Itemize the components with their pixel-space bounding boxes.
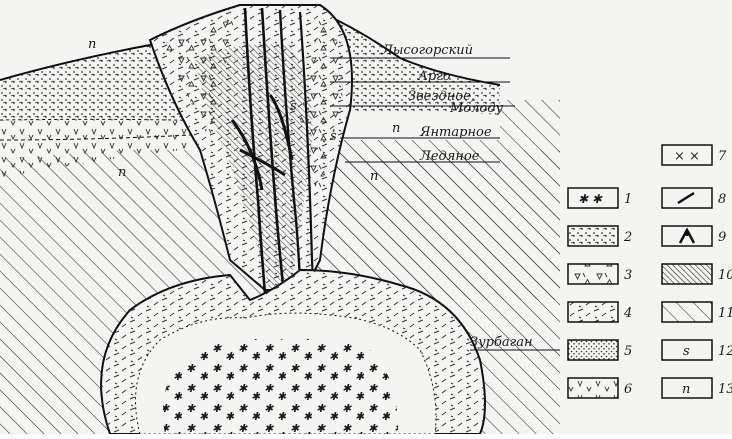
marker-p-4: п bbox=[392, 121, 400, 136]
legend-swatch-3 bbox=[568, 264, 618, 284]
label-ledyanoe: Ледяное bbox=[419, 149, 480, 164]
legend-number-3: 3 bbox=[624, 268, 632, 283]
label-yantarnoe: Янтарное bbox=[419, 125, 492, 140]
legend-number-6: 6 bbox=[624, 382, 632, 397]
legend-item-9: 9 bbox=[662, 226, 726, 246]
legend-item-1: ✱ ✱ 1 bbox=[568, 188, 632, 208]
legend-swatch-2 bbox=[568, 226, 618, 246]
marker-s-1: s bbox=[290, 99, 297, 114]
legend-swatch-4 bbox=[568, 302, 618, 322]
legend-item-3: 3 bbox=[568, 264, 632, 284]
legend-item-11: 11 bbox=[662, 302, 732, 322]
granite-core bbox=[163, 339, 398, 434]
legend-glyph-1: ✱ ✱ bbox=[578, 192, 603, 206]
legend-item-6: 6 bbox=[568, 378, 632, 398]
marker-p-2: п bbox=[118, 165, 126, 180]
legend-swatch-6 bbox=[568, 378, 618, 398]
legend-item-12: s 12 bbox=[662, 340, 732, 360]
legend-item-4: 4 bbox=[568, 302, 632, 322]
legend-item-10: 10 bbox=[662, 264, 732, 284]
legend-number-11: 11 bbox=[718, 306, 732, 321]
label-argo: Арго bbox=[417, 69, 451, 84]
legend-number-13: 13 bbox=[718, 382, 732, 397]
legend-swatch-5 bbox=[568, 340, 618, 360]
legend-number-7: 7 bbox=[718, 149, 727, 164]
legend-item-2: 2 bbox=[568, 226, 632, 246]
marker-p-3: п bbox=[370, 169, 378, 184]
legend-swatch-11 bbox=[662, 302, 712, 322]
legend-number-8: 8 bbox=[718, 192, 726, 207]
legend-item-5: 5 bbox=[568, 340, 632, 360]
legend-glyph-7: × × bbox=[674, 149, 700, 164]
marker-p-1: п bbox=[88, 37, 96, 52]
label-lysogorsky: Лысогорский bbox=[381, 43, 473, 58]
legend-swatch-10 bbox=[662, 264, 712, 284]
marker-s-2: s bbox=[330, 129, 337, 144]
legend-number-4: 4 bbox=[623, 306, 632, 321]
legend-number-2: 2 bbox=[623, 230, 632, 245]
legend-number-12: 12 bbox=[718, 344, 732, 359]
legend-number-10: 10 bbox=[718, 268, 732, 283]
label-zurbagan: Зурбаган bbox=[470, 335, 533, 350]
legend-number-1: 1 bbox=[624, 192, 632, 207]
legend-glyph-12: s bbox=[683, 344, 690, 359]
legend-number-5: 5 bbox=[624, 344, 632, 359]
label-molodu: Молоду bbox=[449, 101, 503, 116]
legend-item-8: 8 bbox=[662, 188, 726, 208]
legend-glyph-13: п bbox=[682, 382, 690, 397]
legend-item-13: п 13 bbox=[662, 378, 732, 398]
legend-number-9: 9 bbox=[718, 230, 726, 245]
legend-item-7: × × 7 bbox=[662, 145, 727, 165]
